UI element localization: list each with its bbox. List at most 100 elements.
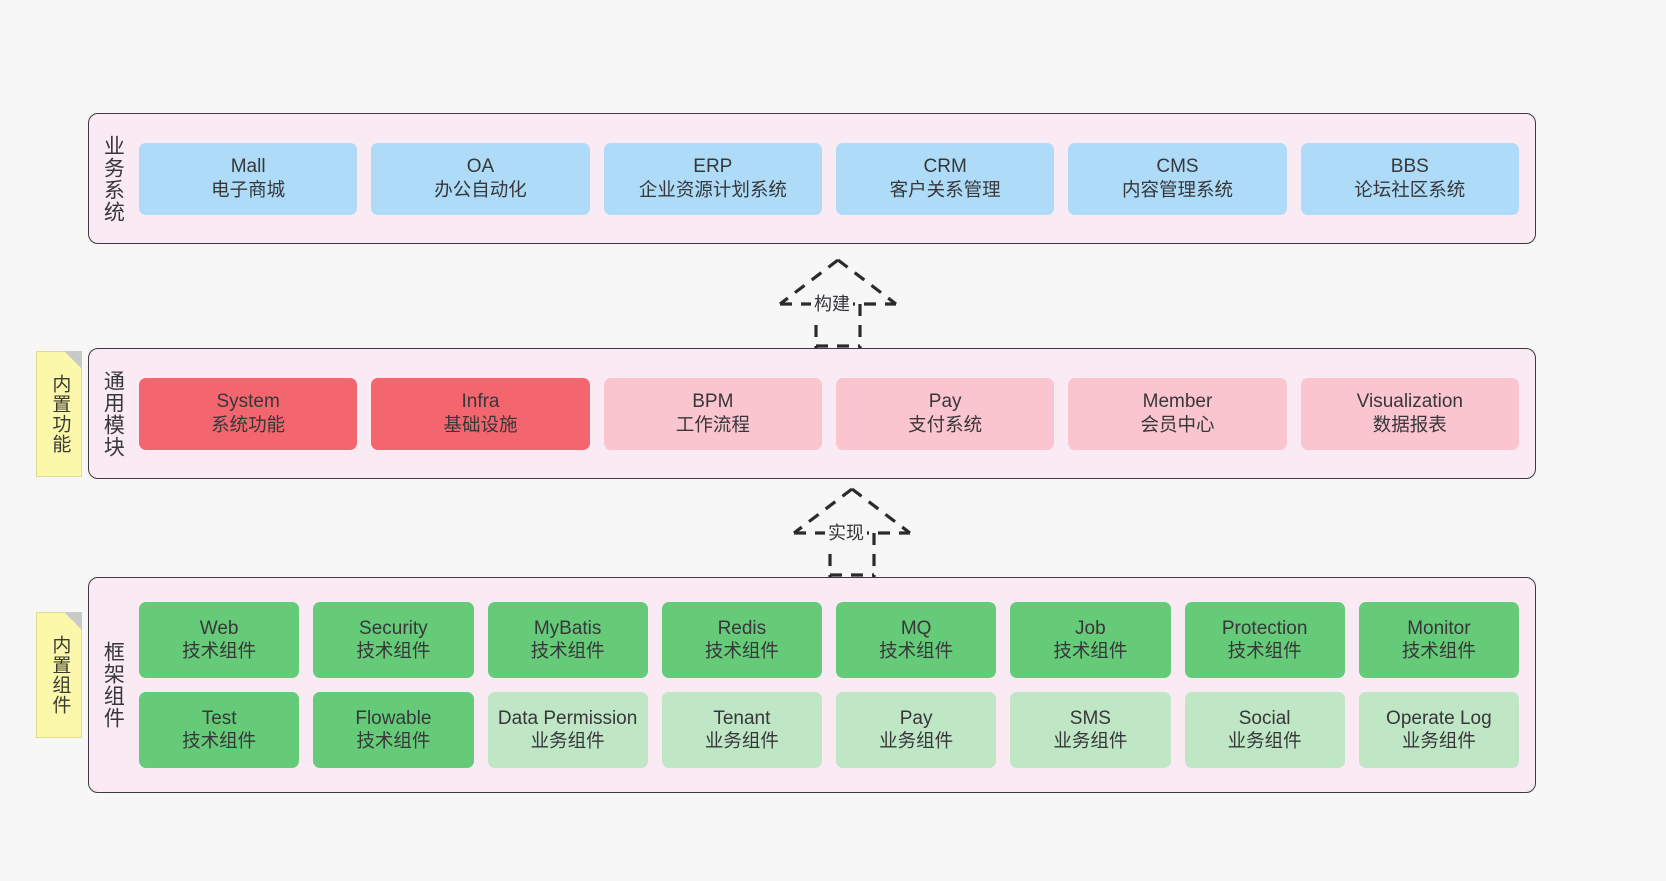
card-subtitle: 技术组件 [182,640,257,662]
card-flowable[interactable]: Flowable 技术组件 [313,692,474,768]
card-title: CRM [923,156,967,177]
card-visualization[interactable]: Visualization 数据报表 [1300,377,1519,450]
card-title: MQ [900,617,932,639]
card-title: Member [1142,391,1213,412]
card-subtitle: 数据报表 [1372,413,1447,435]
note-label: 内置功能 [49,374,71,454]
card-subtitle: 技术组件 [182,730,257,752]
card-bbs[interactable]: BBS 论坛社区系统 [1300,142,1519,215]
card-subtitle: 电子商城 [211,178,286,200]
layer-business-systems: 业务系统 Mall 电子商城 OA 办公自动化 ERP 企业资源计划系统 CRM… [88,113,1536,244]
card-test[interactable]: Test 技术组件 [139,692,300,768]
card-subtitle: 技术组件 [1227,640,1302,662]
card-subtitle: 业务组件 [1053,730,1128,752]
card-subtitle: 技术组件 [356,640,431,662]
card-subtitle: 会员中心 [1140,413,1215,435]
card-subtitle: 内容管理系统 [1121,178,1233,200]
card-subtitle: 技术组件 [356,730,431,752]
card-subtitle: 工作流程 [675,413,750,435]
note-fold-corner-icon [64,612,82,630]
card-title: OA [466,156,495,177]
card-title: Infra [461,391,500,412]
card-bpm[interactable]: BPM 工作流程 [603,377,822,450]
card-mq[interactable]: MQ 技术组件 [836,602,997,678]
card-row-business: Test 技术组件 Flowable 技术组件 Data Permission … [139,692,1519,768]
card-subtitle: 论坛社区系统 [1354,178,1466,200]
layer-framework-components: 框架组件 Web 技术组件 Security 技术组件 MyBatis 技术组件… [88,577,1536,793]
card-subtitle: 技术组件 [1401,640,1476,662]
card-subtitle: 业务组件 [879,730,954,752]
connector-build: 构建 [748,258,928,348]
card-subtitle: 基础设施 [443,413,518,435]
card-subtitle: 支付系统 [908,413,983,435]
card-cms[interactable]: CMS 内容管理系统 [1068,142,1287,215]
card-operate-log[interactable]: Operate Log 业务组件 [1358,692,1519,768]
note-fold-corner-icon [64,351,82,369]
card-subtitle: 系统功能 [211,413,286,435]
layer-title-modules: 通用模块 [101,369,125,458]
layer-title-business: 业务系统 [101,134,125,223]
card-title: ERP [693,156,733,177]
card-subtitle: 技术组件 [704,640,779,662]
note-builtin-features: 内置功能 [36,351,82,477]
card-pay-component[interactable]: Pay 业务组件 [836,692,997,768]
card-redis[interactable]: Redis 技术组件 [661,602,822,678]
layer-common-modules: 通用模块 System 系统功能 Infra 基础设施 BPM 工作流程 Pay… [88,348,1536,479]
card-system[interactable]: System 系统功能 [139,377,358,450]
card-pay[interactable]: Pay 支付系统 [835,377,1055,450]
card-subtitle: 业务组件 [704,730,779,752]
card-mybatis[interactable]: MyBatis 技术组件 [487,602,648,678]
card-title: Social [1238,707,1291,729]
card-subtitle: 技术组件 [1053,640,1128,662]
card-member[interactable]: Member 会员中心 [1068,377,1287,450]
card-subtitle: 技术组件 [879,640,954,662]
layer-body-business: Mall 电子商城 OA 办公自动化 ERP 企业资源计划系统 CRM 客户关系… [135,114,1535,243]
card-subtitle: 业务组件 [530,730,605,752]
card-title: Test [201,707,237,729]
card-title: Pay [899,707,933,729]
card-crm[interactable]: CRM 客户关系管理 [835,142,1055,215]
card-erp[interactable]: ERP 企业资源计划系统 [603,142,822,215]
card-web[interactable]: Web 技术组件 [139,602,300,678]
card-title: Protection [1221,617,1308,639]
card-subtitle: 业务组件 [1401,730,1476,752]
card-mall[interactable]: Mall 电子商城 [139,142,358,215]
layer-title-framework: 框架组件 [101,641,125,729]
card-title: Flowable [355,707,432,729]
card-title: BBS [1390,156,1429,177]
card-tenant[interactable]: Tenant 业务组件 [661,692,822,768]
card-title: Monitor [1407,617,1471,639]
card-title: CMS [1156,156,1199,177]
card-subtitle: 企业资源计划系统 [638,178,787,200]
card-title: Security [359,617,428,639]
card-security[interactable]: Security 技术组件 [313,602,474,678]
card-infra[interactable]: Infra 基础设施 [371,377,590,450]
card-subtitle: 技术组件 [530,640,605,662]
card-title: Pay [928,391,962,412]
card-sms[interactable]: SMS 业务组件 [1010,692,1171,768]
card-title: Job [1075,617,1106,639]
note-builtin-components: 内置组件 [36,612,82,738]
card-subtitle: 办公自动化 [434,178,527,200]
card-title: Visualization [1356,391,1463,412]
connector-label-build: 构建 [811,290,853,316]
card-title: BPM [692,391,734,412]
card-title: Data Permission [497,707,638,729]
card-monitor[interactable]: Monitor 技术组件 [1358,602,1519,678]
card-title: SMS [1069,707,1111,729]
card-title: System [216,391,280,412]
card-title: Redis [717,617,767,639]
card-row-technical: Web 技术组件 Security 技术组件 MyBatis 技术组件 Redi… [139,602,1519,678]
card-title: Mall [230,156,266,177]
card-job[interactable]: Job 技术组件 [1010,602,1171,678]
card-protection[interactable]: Protection 技术组件 [1184,602,1345,678]
layer-body-framework: Web 技术组件 Security 技术组件 MyBatis 技术组件 Redi… [135,578,1535,792]
layer-body-modules: System 系统功能 Infra 基础设施 BPM 工作流程 Pay 支付系统… [135,349,1535,478]
card-social[interactable]: Social 业务组件 [1184,692,1345,768]
card-data-permission[interactable]: Data Permission 业务组件 [487,692,648,768]
card-title: Operate Log [1386,707,1492,729]
card-subtitle: 客户关系管理 [889,178,1001,200]
card-subtitle: 业务组件 [1227,730,1302,752]
card-oa[interactable]: OA 办公自动化 [371,142,590,215]
